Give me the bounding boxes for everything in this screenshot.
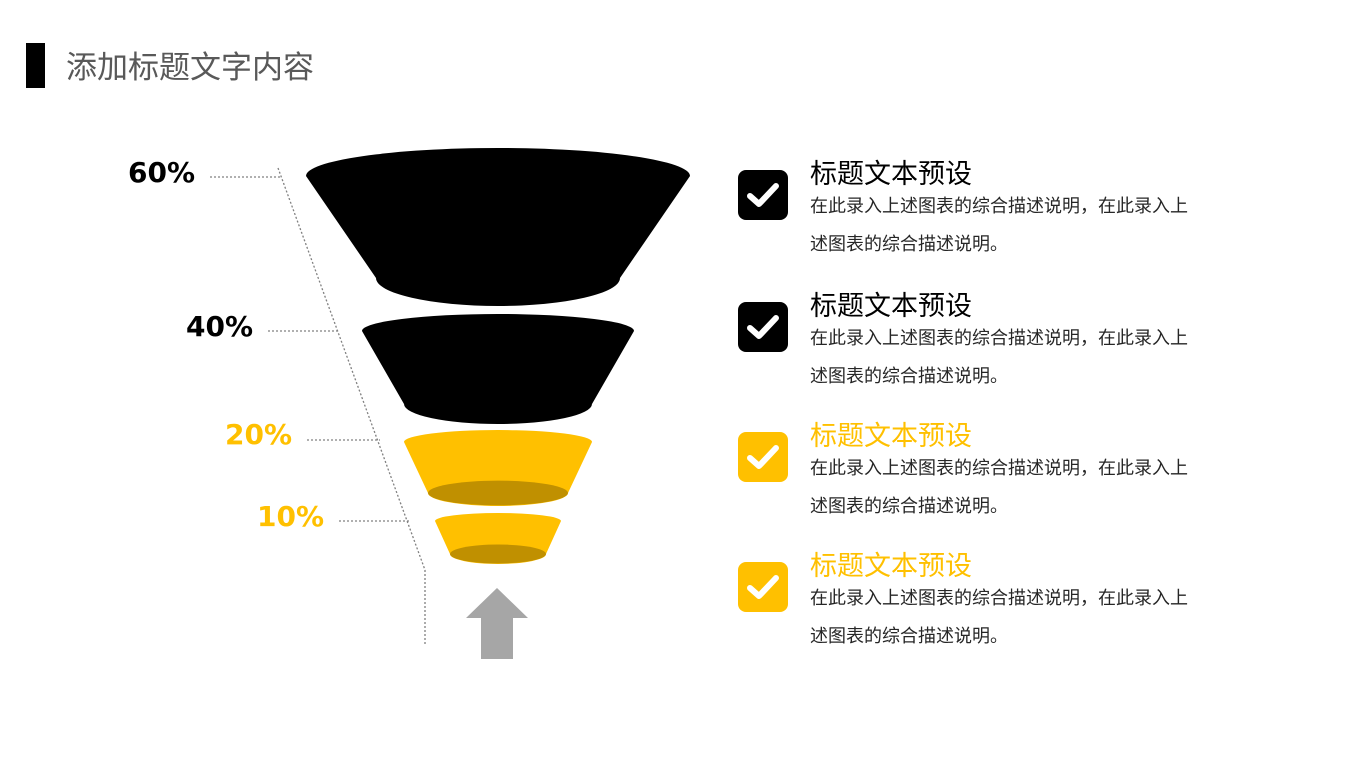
item-description: 在此录入上述图表的综合描述说明，在此录入上述图表的综合描述说明。	[810, 588, 1188, 647]
funnel-tier-60	[306, 148, 690, 306]
item-title: 标题文本预设	[810, 421, 972, 452]
tier-label-60: 60%	[128, 156, 196, 189]
list-item: 标题文本预设 在此录入上述图表的综合描述说明，在此录入上述图表的综合描述说明。	[738, 290, 1218, 400]
item-description: 在此录入上述图表的综合描述说明，在此录入上述图表的综合描述说明。	[810, 328, 1188, 387]
item-description: 在此录入上述图表的综合描述说明，在此录入上述图表的综合描述说明。	[810, 458, 1188, 517]
checkmark-glyph	[747, 183, 779, 207]
guide-line	[277, 167, 426, 645]
tier-label-10: 10%	[257, 500, 325, 533]
up-arrow-icon	[466, 588, 528, 659]
item-description: 在此录入上述图表的综合描述说明，在此录入上述图表的综合描述说明。	[810, 196, 1188, 255]
item-title: 标题文本预设	[810, 159, 972, 190]
funnel-tier-40	[362, 314, 634, 424]
tier-label-40: 40%	[186, 310, 254, 343]
checkmark-icon	[738, 170, 788, 220]
checkmark-icon	[738, 432, 788, 482]
page-title: 添加标题文字内容	[66, 50, 314, 86]
list-item: 标题文本预设 在此录入上述图表的综合描述说明，在此录入上述图表的综合描述说明。	[738, 420, 1218, 530]
list-item: 标题文本预设 在此录入上述图表的综合描述说明，在此录入上述图表的综合描述说明。	[738, 550, 1218, 660]
checkmark-icon	[738, 562, 788, 612]
item-title: 标题文本预设	[810, 291, 972, 322]
checkmark-glyph	[747, 315, 779, 339]
checkmark-glyph	[747, 445, 779, 469]
funnel-tier-rim-10	[450, 544, 546, 564]
item-title: 标题文本预设	[810, 551, 972, 582]
checkmark-icon	[738, 302, 788, 352]
title-accent-bar	[26, 43, 45, 88]
funnel-tier-rim-20	[428, 480, 568, 506]
checkmark-glyph	[747, 575, 779, 599]
list-item: 标题文本预设 在此录入上述图表的综合描述说明，在此录入上述图表的综合描述说明。	[738, 158, 1218, 268]
tier-label-20: 20%	[225, 418, 293, 451]
